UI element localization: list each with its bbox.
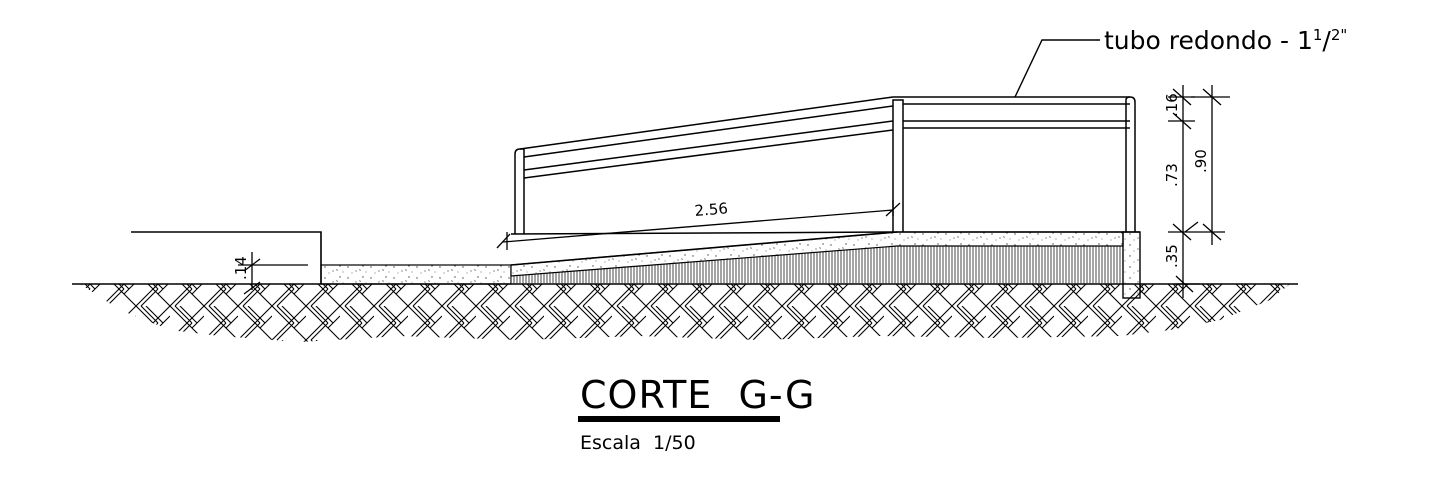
rail-height-label: .73 — [1163, 163, 1181, 187]
handrail-mid-sloped — [523, 120, 894, 179]
curb-height-label: .14 — [232, 256, 250, 280]
callout-label: tubo redondo - 11/2" — [1104, 26, 1347, 55]
ramp-length-dimension — [496, 200, 901, 250]
handrail-top-sloped — [519, 96, 894, 158]
handrail-mid-level — [903, 120, 1130, 129]
left-curb — [131, 231, 322, 284]
post-base-left — [510, 231, 898, 235]
right-dimensions — [1168, 85, 1230, 298]
rail-top-gap-label: .16 — [1163, 93, 1181, 117]
scale-label: Escala 1/50 — [580, 432, 696, 454]
handrail-post-left — [514, 148, 525, 234]
handrail — [510, 96, 1136, 235]
callout-leader — [1014, 39, 1100, 98]
curb-height-dimension — [238, 252, 308, 295]
handrail-post-middle — [892, 99, 904, 232]
total-height-label: .90 — [1192, 149, 1210, 173]
entry-slab — [320, 264, 512, 285]
handrail-top-level — [893, 96, 1130, 105]
handrail-post-right — [1125, 96, 1136, 232]
platform-height-label: .35 — [1163, 244, 1181, 268]
ramp-surface — [510, 231, 898, 266]
section-title: CORTE G-G — [580, 373, 815, 417]
ramp-length-label: 2.56 — [694, 199, 729, 220]
end-pier — [1122, 231, 1141, 299]
soil-hatch — [80, 284, 1290, 342]
